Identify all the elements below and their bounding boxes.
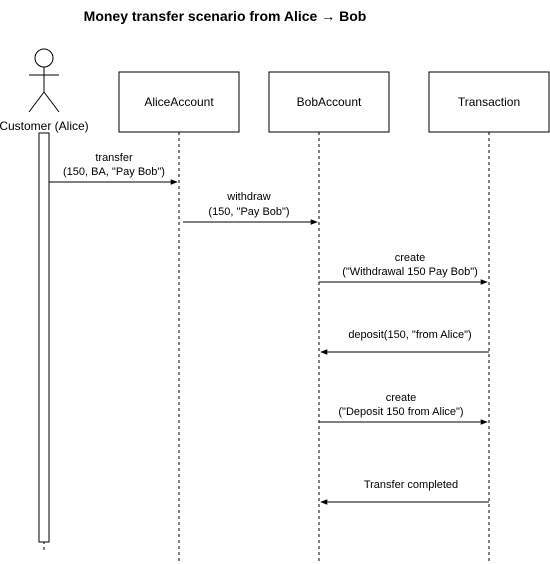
participant-transaction: Transaction bbox=[428, 71, 550, 133]
message-transfer-completed: Transfer completed bbox=[320, 479, 489, 505]
message-label: Transfer completed bbox=[364, 479, 458, 491]
participant-label: BobAccount bbox=[297, 95, 362, 109]
activation-customer bbox=[38, 132, 50, 543]
message-args: (150, BA, "Pay Bob") bbox=[63, 166, 165, 178]
message-args: (150, "Pay Bob") bbox=[208, 206, 289, 218]
message-deposit: deposit(150, "from Alice") bbox=[320, 329, 489, 355]
actor-left-leg bbox=[28, 91, 45, 113]
message-create-withdrawal: create ("Withdrawal 150 Pay Bob") bbox=[319, 252, 488, 285]
actor-label: Customer (Alice) bbox=[0, 119, 89, 133]
message-label: withdraw bbox=[226, 191, 270, 203]
message-args: ("Withdrawal 150 Pay Bob") bbox=[342, 266, 478, 278]
diagram-title: Money transfer scenario from Alice → Bob bbox=[84, 8, 367, 24]
participant-box bbox=[118, 71, 240, 133]
message-label: create bbox=[386, 392, 417, 404]
message-withdraw: withdraw (150, "Pay Bob") bbox=[183, 191, 318, 225]
message-create-deposit: create ("Deposit 150 from Alice") bbox=[319, 392, 488, 425]
message-args: ("Deposit 150 from Alice") bbox=[338, 406, 463, 418]
actor-right-leg bbox=[43, 91, 60, 113]
message-label: transfer bbox=[95, 152, 133, 164]
message-label: create bbox=[395, 252, 426, 264]
participant-bob-account: BobAccount bbox=[268, 71, 390, 133]
participant-label: Transaction bbox=[458, 95, 520, 109]
message-label: deposit(150, "from Alice") bbox=[348, 329, 471, 341]
message-transfer: transfer (150, BA, "Pay Bob") bbox=[49, 152, 178, 185]
participant-alice-account: AliceAccount bbox=[118, 71, 240, 133]
actor-customer: Customer (Alice) bbox=[0, 48, 89, 133]
actor-head bbox=[34, 48, 54, 68]
participant-box bbox=[268, 71, 390, 133]
participant-label: AliceAccount bbox=[144, 95, 214, 109]
